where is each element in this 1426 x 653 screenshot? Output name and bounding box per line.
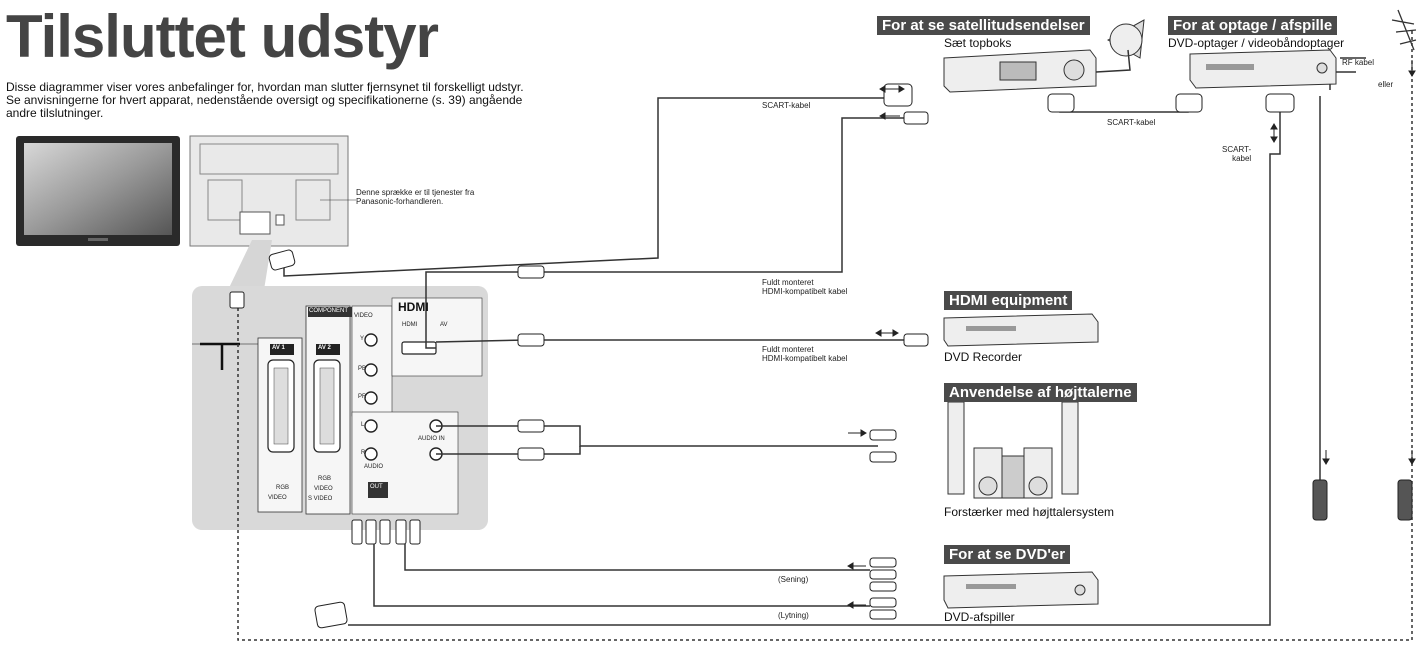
intro-line-2: Se anvisningerne for hvert apparat, nede… [6, 93, 523, 107]
hdmi-cable-label-1a: Fuldt monteret [762, 278, 814, 287]
hdmi-av-label: AV [440, 322, 448, 328]
amplifier-label: Forstærker med højttalersystem [944, 505, 1115, 519]
scart-cable-label-2: SCART-kabel [1107, 118, 1156, 127]
av2-label: AV 2 [318, 345, 331, 351]
hdmi-dvd-recorder-label: DVD Recorder [944, 350, 1023, 364]
hdmi-cable-label-1b: HDMI-kompatibelt kabel [762, 287, 848, 296]
pb-label: PB [358, 366, 367, 372]
l-label: L [361, 422, 365, 428]
component-label: COMPONENT [309, 308, 348, 314]
sening-label: (Sening) [778, 575, 809, 584]
video1-label: VIDEO [268, 495, 287, 501]
rgb1-label: RGB [276, 485, 290, 491]
slot-note-line-1: Denne sprække er til tjenester fra [356, 188, 475, 197]
slot-note: Denne sprække er til tjenester fra Panas… [356, 188, 474, 206]
speaker-system-illustration [947, 401, 1079, 499]
audio-in-label: AUDIO IN [418, 436, 445, 442]
intro-text: Disse diagrammer viser vores anbefalinge… [6, 81, 524, 120]
pr-label: PR [358, 394, 367, 400]
intro-line-3: andre tilslutninger. [6, 106, 104, 120]
lytning-label: (Lytning) [778, 611, 809, 620]
recorder-label: DVD-optager / videobåndoptager [1168, 36, 1345, 50]
scart-cable-label-3b: kabel [1232, 154, 1252, 163]
rf-cable-label: RF kabel [1342, 58, 1375, 67]
scart-cable-label-3a: SCART- [1222, 145, 1252, 154]
av1-label: AV 1 [272, 345, 285, 351]
or-label: eller [1378, 80, 1394, 89]
scart-cable-label-1: SCART-kabel [762, 101, 811, 110]
speakers-header: Anvendelse af højttalerne [944, 383, 1137, 402]
tv-terminal-panel [192, 286, 488, 530]
dvd-vcr-recorder-illustration [1189, 49, 1337, 89]
hdmi-recorder-illustration [943, 313, 1099, 347]
hdmi-logo: HDMI [398, 300, 429, 314]
satellite-header: For at se satellitudsendelser [877, 16, 1090, 35]
video2-label: VIDEO [314, 486, 333, 492]
svideo2-label: S VIDEO [308, 496, 333, 502]
page-title: Tilsluttet udstyr [6, 3, 439, 70]
video-label: VIDEO [354, 313, 373, 319]
hdmi-cable-label-2b: HDMI-kompatibelt kabel [762, 354, 848, 363]
audio-out-label: AUDIO [364, 464, 384, 470]
audio-out-label-2: OUT [370, 484, 383, 490]
tv-rear-illustration [189, 135, 356, 247]
y-label: Y [360, 336, 365, 342]
hdmi-equipment-header: HDMI equipment [944, 291, 1073, 310]
hdmi-cable-label-2a: Fuldt monteret [762, 345, 814, 354]
tv-front-illustration [16, 136, 180, 246]
set-top-box-label: Sæt topboks [944, 36, 1012, 50]
antenna-illustration [1391, 9, 1417, 51]
scart-cable-label-3: SCART- kabel [1222, 145, 1251, 163]
hdmi-cable-label-2: Fuldt monteret HDMI-kompatibelt kabel [762, 345, 847, 363]
dvd-player-label: DVD-afspiller [944, 610, 1015, 624]
hdmi-small-label: HDMI [402, 322, 418, 328]
dvd-header: For at se DVD'er [944, 545, 1071, 564]
r-label: R [361, 450, 366, 456]
hdmi-cable-label-1: Fuldt monteret HDMI-kompatibelt kabel [762, 278, 847, 296]
slot-note-line-2: Panasonic-forhandleren. [356, 197, 444, 206]
set-top-box-illustration [943, 19, 1145, 93]
rgb2-label: RGB [318, 476, 332, 482]
dvd-player-illustration [943, 571, 1099, 609]
record-header: For at optage / afspille [1168, 16, 1338, 35]
intro-line-1: Disse diagrammer viser vores anbefalinge… [6, 80, 524, 94]
